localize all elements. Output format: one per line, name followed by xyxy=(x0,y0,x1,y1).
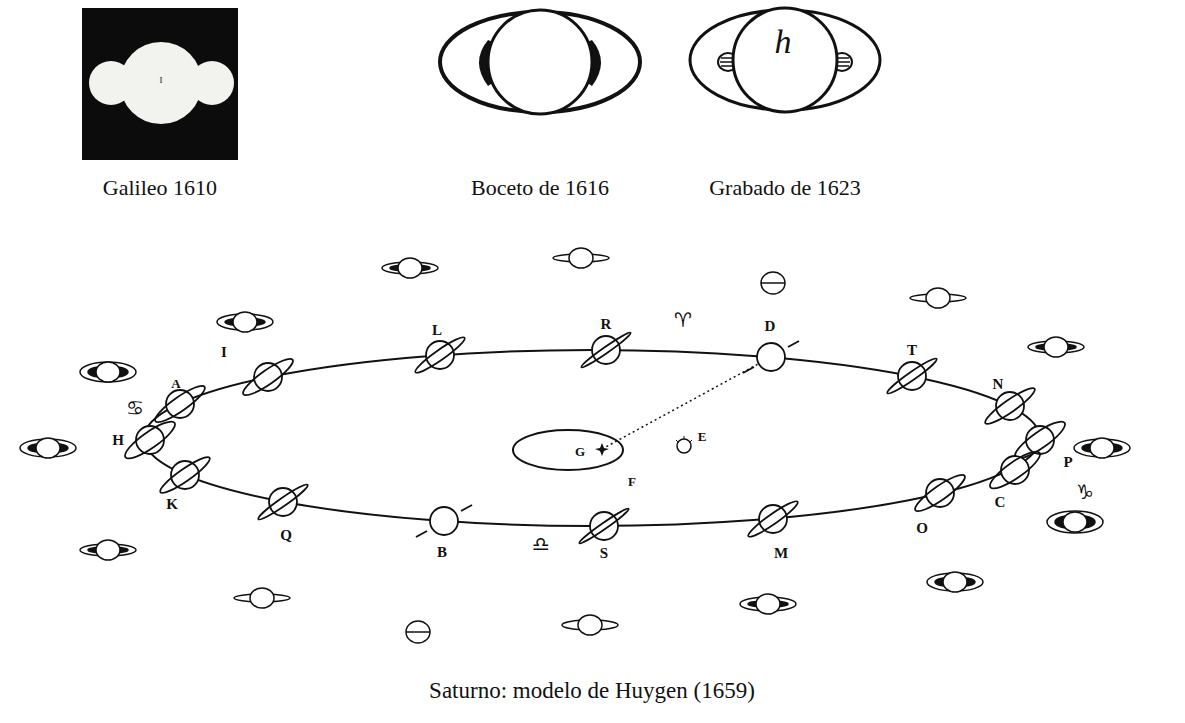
zodiac-symbol: ♎ xyxy=(532,534,550,554)
figure-caption: Boceto de 1616 xyxy=(471,177,609,199)
position-letter: L xyxy=(432,323,442,338)
position-letter: B xyxy=(437,545,447,560)
position-letter: D xyxy=(765,319,776,334)
position-letter: G xyxy=(575,445,585,458)
position-letter: T xyxy=(907,343,917,358)
saturn-symbol: h xyxy=(775,25,792,59)
position-letter: M xyxy=(774,546,788,561)
position-letter: H xyxy=(112,433,124,448)
position-letter: C xyxy=(995,495,1006,510)
zodiac-symbol: ♈ xyxy=(674,310,692,330)
zodiac-symbol: ♑ xyxy=(1076,482,1094,502)
position-letter: P xyxy=(1063,455,1072,470)
position-letter: Q xyxy=(280,528,292,543)
position-letter: F xyxy=(628,475,636,488)
position-letter: R xyxy=(601,317,612,332)
zodiac-symbol: ♋ xyxy=(126,398,144,418)
position-letter: A xyxy=(171,377,180,390)
position-letter: O xyxy=(916,521,928,536)
position-letter: N xyxy=(993,377,1004,392)
figure-caption: Galileo 1610 xyxy=(103,177,217,199)
figure-caption: Grabado de 1623 xyxy=(709,177,861,199)
position-letter: I xyxy=(221,345,227,360)
position-letter: E xyxy=(698,430,707,443)
main-caption: Saturno: modelo de Huygen (1659) xyxy=(429,679,755,702)
position-letter: S xyxy=(600,546,608,561)
position-letter: K xyxy=(166,497,178,512)
disk-mark: I xyxy=(160,76,163,85)
